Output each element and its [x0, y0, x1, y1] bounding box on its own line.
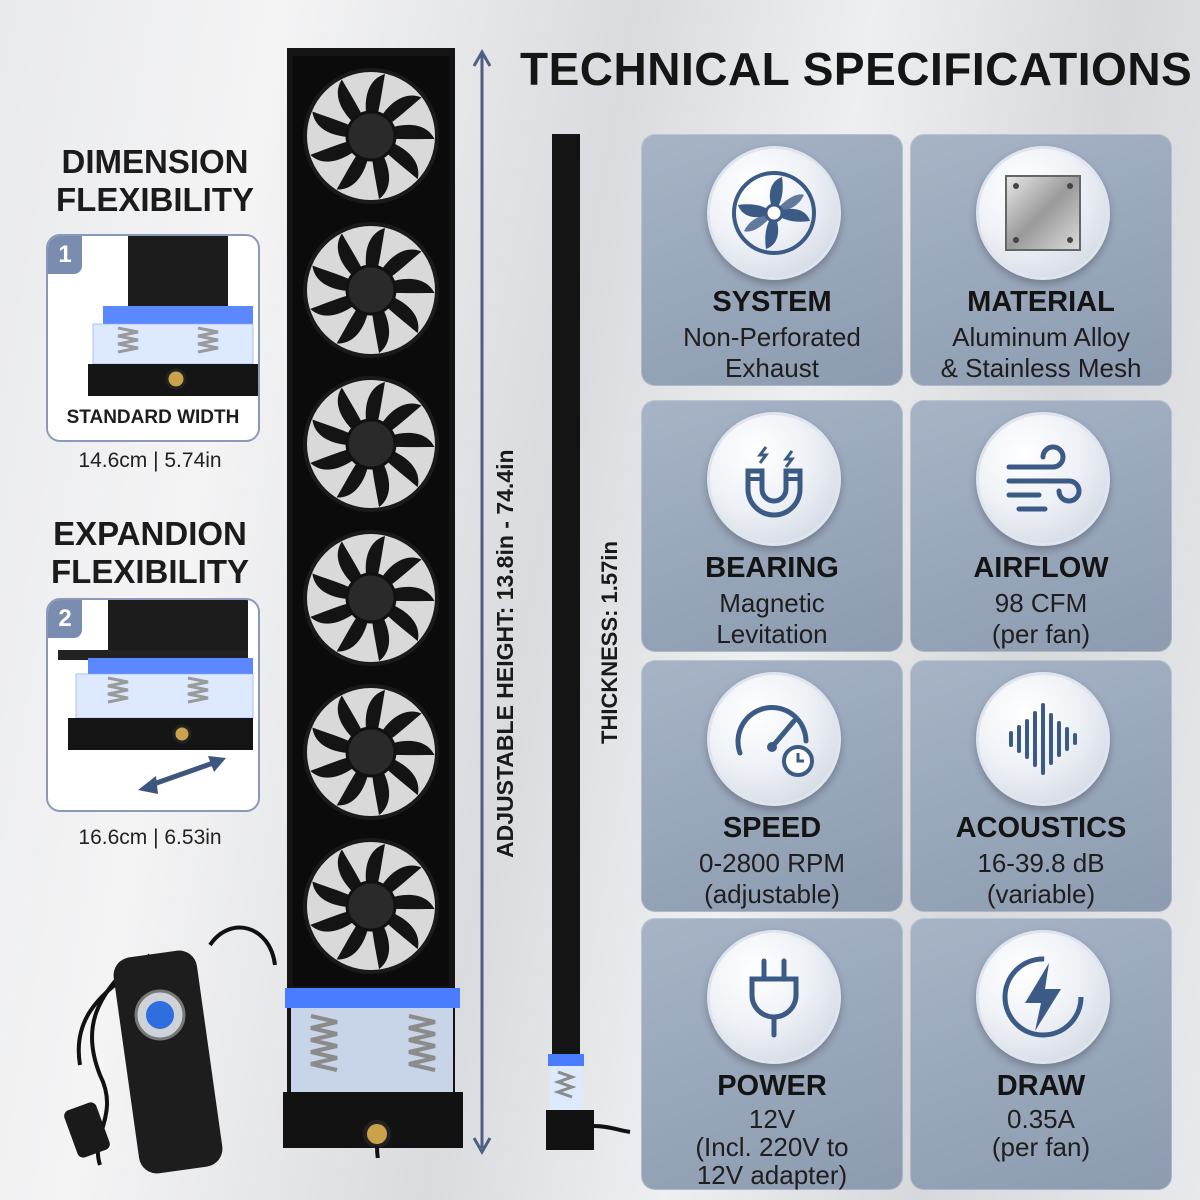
- spec-line: 0.35A: [1007, 1104, 1075, 1134]
- lightning-icon: [976, 930, 1110, 1064]
- height-label: ADJUSTABLE HEIGHT: 13.8in - 74.4in: [492, 449, 518, 858]
- spec-title: POWER: [717, 1070, 827, 1102]
- tower-fan: [303, 530, 439, 666]
- spec-card-airflow: AIRFLOW 98 CFM (per fan): [910, 400, 1172, 652]
- standard-width-label: STANDARD WIDTH: [48, 398, 258, 438]
- spec-line: 98 CFM: [994, 588, 1088, 618]
- spec-card-acoustics: ACOUSTICS 16-39.8 dB (variable): [910, 660, 1172, 912]
- tower-fan: [303, 68, 439, 204]
- fan-icon: [707, 146, 841, 280]
- spec-line: Levitation: [716, 619, 828, 649]
- spec-line: 16-39.8 dB: [977, 848, 1105, 878]
- spec-card-power: POWER 12V (Incl. 220V to 12V adapter): [641, 918, 903, 1190]
- spec-line: (variable): [986, 879, 1096, 909]
- tower-fan: [303, 376, 439, 512]
- expansion-heading-line-2: FLEXIBILITY: [51, 553, 249, 590]
- dimension-heading-line-1: DIMENSION: [61, 143, 249, 180]
- speedometer-icon: [707, 672, 841, 806]
- spec-card-material: MATERIAL Aluminum Alloy & Stainless Mesh: [910, 134, 1172, 386]
- spec-title: DRAW: [996, 1070, 1086, 1102]
- spec-line: Aluminum Alloy: [952, 322, 1130, 352]
- spec-title: ACOUSTICS: [955, 812, 1127, 844]
- dimension-heading-line-2: FLEXIBILITY: [56, 181, 254, 218]
- spec-line: (per fan): [991, 1132, 1091, 1162]
- spec-card-system: SYSTEM Non-Perforated Exhaust: [641, 134, 903, 386]
- standard-base-illustration: [88, 236, 258, 396]
- side-view-illustration: [546, 134, 631, 1150]
- fan-tower-illustration: [283, 48, 463, 1158]
- expansion-base-illustration: [58, 600, 254, 794]
- spec-line: 12V adapter): [696, 1160, 848, 1190]
- power-plug-icon: [707, 930, 841, 1064]
- spec-line: (adjustable): [704, 879, 840, 909]
- metal-plate-icon: [976, 146, 1110, 280]
- spec-title: BEARING: [705, 552, 839, 584]
- spec-line: & Stainless Mesh: [940, 353, 1142, 383]
- wind-icon: [976, 412, 1110, 546]
- spec-title: SYSTEM: [712, 286, 832, 318]
- spec-line: Magnetic: [719, 588, 825, 618]
- spec-title: AIRFLOW: [973, 552, 1109, 584]
- spec-line: 12V: [748, 1104, 796, 1134]
- spec-line: Exhaust: [725, 353, 819, 383]
- page-title: TECHNICAL SPECIFICATIONS: [520, 43, 1193, 95]
- expansion-width-image: 2: [46, 598, 260, 812]
- tower-fan: [303, 684, 439, 820]
- spec-line: 0-2800 RPM: [699, 848, 845, 878]
- standard-width-image: 1 STANDARD WIDTH: [46, 234, 260, 442]
- expansion-heading: EXPANDION FLEXIBILITY: [40, 515, 260, 591]
- height-arrow: [472, 48, 492, 1156]
- spec-card-draw: DRAW 0.35A (per fan): [910, 918, 1172, 1190]
- dimension-heading: DIMENSION FLEXIBILITY: [40, 143, 270, 219]
- spec-line: (per fan): [991, 619, 1091, 649]
- thickness-label: THICKNESS: 1.57in: [597, 541, 622, 744]
- sound-wave-icon: [976, 672, 1110, 806]
- tower-fan: [303, 222, 439, 358]
- standard-width-size: 14.6cm | 5.74in: [78, 449, 222, 472]
- spec-line: Non-Perforated: [683, 322, 861, 352]
- spec-title: SPEED: [722, 812, 822, 844]
- step-badge-2: 2: [48, 600, 82, 638]
- magnet-icon: [707, 412, 841, 546]
- step-badge-1: 1: [48, 236, 82, 274]
- spec-card-speed: SPEED 0-2800 RPM (adjustable): [641, 660, 903, 912]
- spec-card-bearing: BEARING Magnetic Levitation: [641, 400, 903, 652]
- expansion-heading-line-1: EXPANDION: [53, 515, 247, 552]
- tower-fan: [303, 838, 439, 974]
- spec-title: MATERIAL: [967, 286, 1115, 318]
- expansion-width-size: 16.6cm | 6.53in: [78, 826, 222, 849]
- power-adapter-illustration: [64, 925, 277, 1174]
- spec-line: (Incl. 220V to: [695, 1132, 849, 1162]
